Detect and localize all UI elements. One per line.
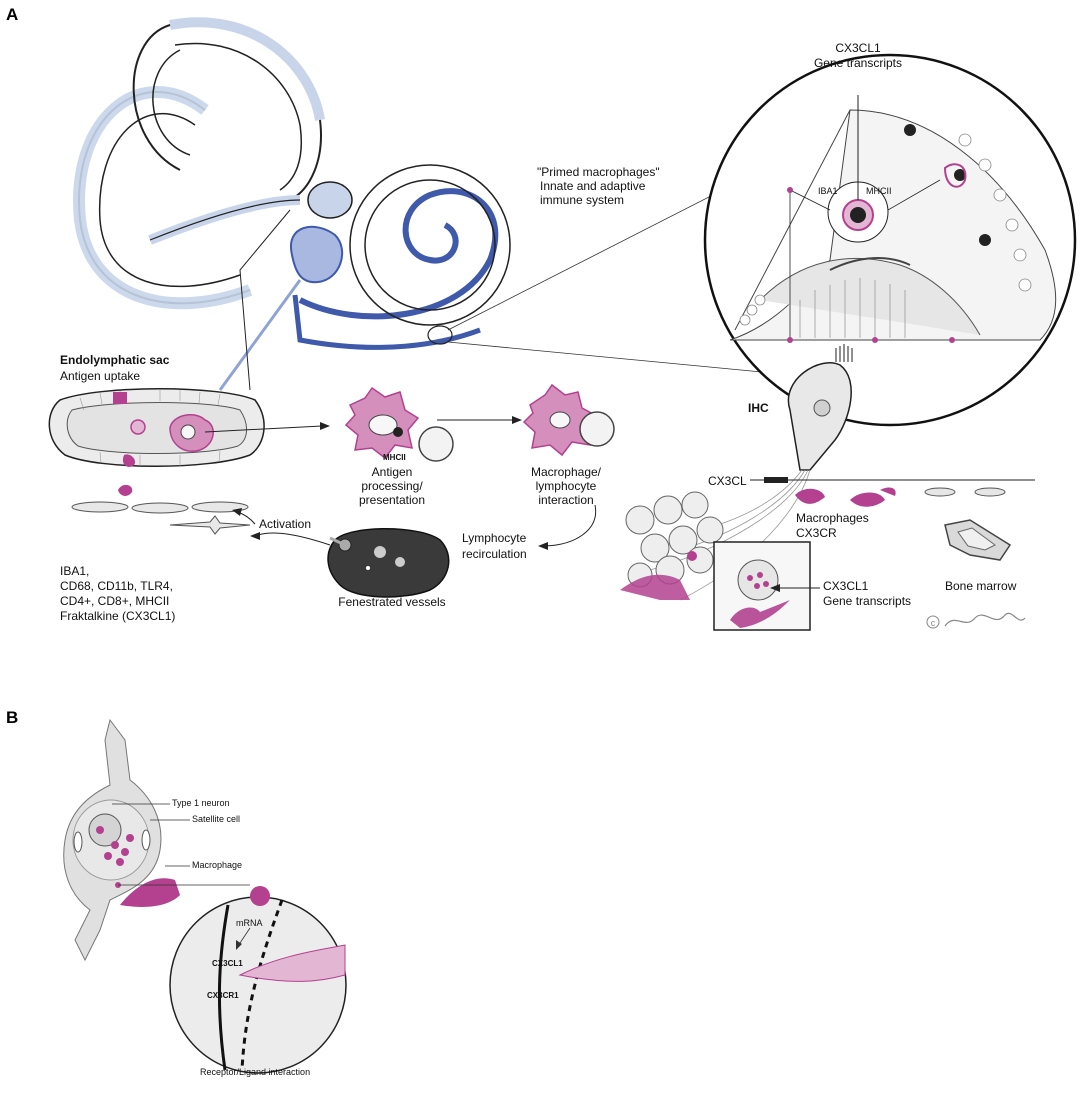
macrophages-label-line1: Macrophages xyxy=(796,511,869,525)
lymphocyte-label-line2: recirculation xyxy=(462,547,527,561)
circulating-macrophages xyxy=(795,487,896,507)
endolymphatic-sac xyxy=(48,388,330,496)
primed-label-line3: immune system xyxy=(540,193,624,207)
marker-line: IBA1, xyxy=(60,564,89,578)
fenestrated-vessel xyxy=(250,528,450,598)
ihc-label: IHC xyxy=(748,401,769,415)
cx3cl1-top-label-line2: Gene transcripts xyxy=(814,56,902,70)
panel-a-label: A xyxy=(6,5,18,24)
mrna-label: mRNA xyxy=(236,918,263,928)
mhcii-label: MHCII xyxy=(383,453,406,462)
primed-label-line2: Innate and adaptive xyxy=(540,179,646,193)
lymphocyte-label-line1: Lymphocyte xyxy=(462,531,527,545)
activation-label: Activation xyxy=(259,517,311,531)
endothelial-cells xyxy=(71,501,251,535)
mhcii-circle-label: MHCII xyxy=(866,186,892,196)
endo-sac-title: Endolymphatic sac xyxy=(60,353,170,367)
cx3cr1-b-label: CX3CR1 xyxy=(207,991,239,1000)
interaction-label-line1: Macrophage/ xyxy=(531,465,602,479)
panel-b-label: B xyxy=(6,708,18,727)
interaction-label-line3: interaction xyxy=(538,493,593,507)
macrophages-label-line2: CX3CR xyxy=(796,526,837,540)
primed-label-line1: "Primed macrophages" xyxy=(537,165,660,179)
endo-sac-subtitle: Antigen uptake xyxy=(60,369,140,383)
interaction-label-line2: lymphocyte xyxy=(536,479,597,493)
artist-signature: c xyxy=(926,612,1026,629)
receptor-ligand-label: Receptor/Ligand interaction xyxy=(200,1067,310,1077)
marker-line: CD68, CD11b, TLR4, xyxy=(60,579,173,593)
antigen-label-line2: processing/ xyxy=(361,479,423,493)
cx3cl1-bottom-label-line2: Gene transcripts xyxy=(823,594,911,608)
cx3cl1-top-label-line1: CX3CL1 xyxy=(835,41,881,55)
bone-marrow-illustration xyxy=(944,519,1012,561)
inner-ear-illustration xyxy=(73,17,511,391)
cx3cl-label: CX3CL xyxy=(708,474,747,488)
recirculation-arrow xyxy=(544,504,597,547)
activation-arrowhead xyxy=(232,508,242,516)
satellite-cell-label: Satellite cell xyxy=(192,814,240,824)
bone-marrow-label: Bone marrow xyxy=(945,579,1017,593)
marker-line: CD4+, CD8+, MHCII xyxy=(60,594,169,608)
antigen-processing-macrophage xyxy=(344,386,522,462)
blood-cells xyxy=(924,487,1006,497)
antigen-label-line3: presentation xyxy=(359,493,425,507)
iba1-label: IBA1 xyxy=(818,186,838,196)
svg-text:c: c xyxy=(931,618,936,628)
recirculation-arrowhead xyxy=(538,542,548,550)
macrophage-lymphocyte-cells xyxy=(522,383,615,457)
fenestrated-label: Fenestrated vessels xyxy=(338,595,445,609)
cx3cl1-b-label: CX3CL1 xyxy=(212,959,243,968)
antigen-label-line1: Antigen xyxy=(372,465,413,479)
marker-line: Fraktalkine (CX3CL1) xyxy=(60,609,175,623)
cochlear-duct-detail xyxy=(703,53,1077,427)
panel-b-illustration xyxy=(63,718,347,1074)
type1-neuron-label: Type 1 neuron xyxy=(172,798,230,808)
macrophage-label: Macrophage xyxy=(192,860,242,870)
spiral-ganglion xyxy=(620,491,820,631)
cx3cl1-bottom-label-line1: CX3CL1 xyxy=(823,579,869,593)
